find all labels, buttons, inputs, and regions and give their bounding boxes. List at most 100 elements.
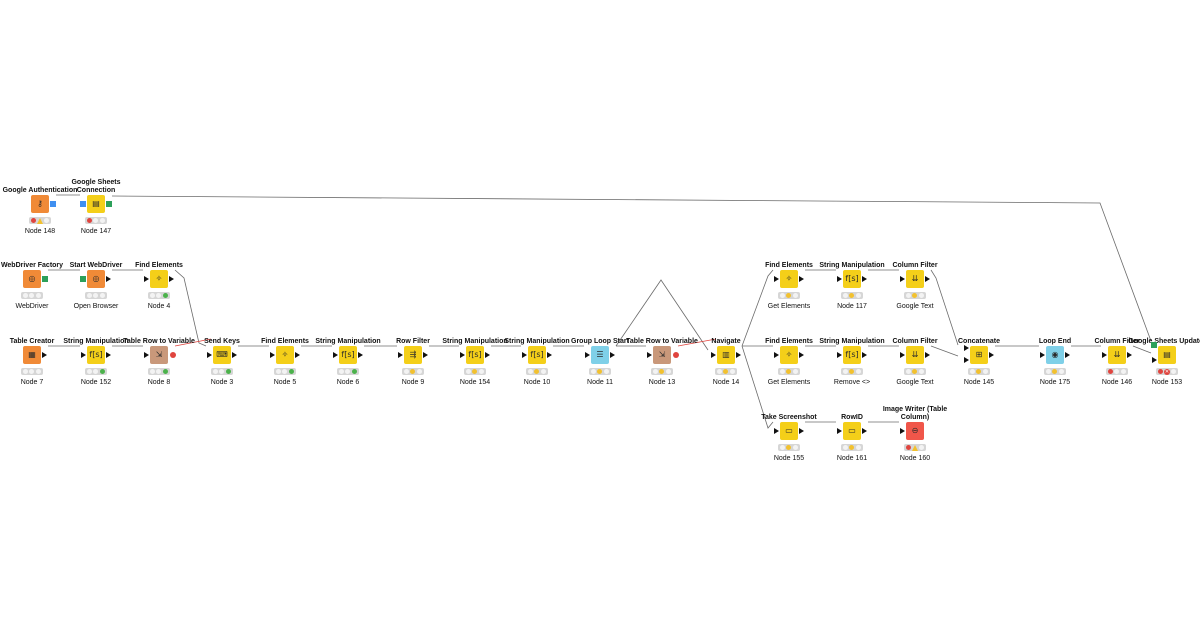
node-icon-box[interactable]: f[s] [843,346,861,364]
node-icon-box[interactable]: ▤ [87,195,105,213]
variable-connection[interactable] [174,338,212,347]
input-port[interactable] [333,352,338,358]
node-n4[interactable]: Find Elements✧Node 4 [119,234,199,324]
input-port[interactable] [460,352,465,358]
node-n5[interactable]: Find Elements✧Node 5 [245,310,325,400]
input-port[interactable] [900,352,905,358]
node-n161[interactable]: RowID▭Node 161 [812,386,892,476]
input-port[interactable] [207,352,212,358]
node-n148[interactable]: Google Authentication⚷Node 148 [0,159,80,249]
output-port[interactable] [925,352,930,358]
node-n7[interactable]: Table Creator▦Node 7 [0,310,72,400]
sheets-connection[interactable] [111,195,1152,342]
input-port[interactable] [398,352,403,358]
input-port[interactable] [964,345,969,351]
node-n175[interactable]: Loop End◉Node 175 [1015,310,1095,400]
node-label[interactable]: Node 4 [147,303,171,310]
input-port[interactable] [585,352,590,358]
input-port[interactable] [270,352,275,358]
output-port[interactable] [485,352,490,358]
node-label[interactable]: Node 153 [1151,379,1183,386]
input-port[interactable] [964,357,969,363]
input-port[interactable] [647,352,652,358]
node-icon-box[interactable]: ☰ [591,346,609,364]
node-label[interactable]: Node 117 [837,303,867,310]
output-port[interactable] [547,352,552,358]
node-icon-box[interactable]: ✧ [780,270,798,288]
node-label[interactable]: Remove <> [833,379,871,386]
output-port[interactable] [106,276,111,282]
node-label[interactable]: Node 9 [401,379,425,386]
node-n147[interactable]: Google Sheets Connection▤Node 147 [56,159,136,249]
node-label[interactable]: Node 155 [773,455,805,462]
input-port[interactable] [837,352,842,358]
node-label[interactable]: Open Browser [73,303,119,310]
node-gt1[interactable]: Column Filter⇊Google Text [875,234,955,324]
node-icon-box[interactable]: ▭ [843,422,861,440]
input-port[interactable] [144,276,149,282]
node-label[interactable]: Node 13 [648,379,676,386]
output-port[interactable] [295,352,300,358]
node-label[interactable]: Node 11 [587,379,613,386]
node-icon-box[interactable]: ⇲ [653,346,671,364]
output-port[interactable] [169,276,174,282]
input-port[interactable] [522,352,527,358]
output-port[interactable] [799,352,804,358]
node-icon-box[interactable]: ⇊ [906,270,924,288]
output-port[interactable] [862,428,867,434]
connection-input-port[interactable] [80,201,86,207]
input-port[interactable] [900,428,905,434]
output-port[interactable] [1127,352,1132,358]
node-icon-box[interactable]: ⇲ [150,346,168,364]
node-icon-box[interactable]: ⇊ [906,346,924,364]
input-port[interactable] [1040,352,1045,358]
node-n9[interactable]: Row Filter⇶Node 9 [373,310,453,400]
node-label[interactable]: Node 154 [459,379,491,386]
connection-line[interactable] [930,269,959,346]
node-icon-box[interactable]: ◎ [23,270,41,288]
node-label[interactable]: Node 3 [210,379,234,386]
node-icon-box[interactable]: ⊞ [970,346,988,364]
node-label[interactable]: Node 146 [1101,379,1133,386]
node-label[interactable]: Node 10 [523,379,551,386]
connection-output-port[interactable] [42,276,48,282]
node-icon-box[interactable]: ▦ [23,346,41,364]
node-n3[interactable]: Send Keys⌨Node 3 [182,310,262,400]
node-icon-box[interactable]: ✧ [780,346,798,364]
node-n11[interactable]: Group Loop Start☰Node 11 [560,310,640,400]
node-icon-box[interactable]: ⌨ [213,346,231,364]
variable-output-port[interactable] [170,352,176,358]
input-port[interactable] [837,276,842,282]
connection-line[interactable] [930,345,959,357]
output-port[interactable] [423,352,428,358]
output-port[interactable] [862,276,867,282]
output-port[interactable] [358,352,363,358]
node-icon-box[interactable]: ✧ [150,270,168,288]
node-n13[interactable]: Table Row to Variable⇲Node 13 [622,310,702,400]
node-n160[interactable]: Image Writer (Table Column)⊖Node 160 [875,386,955,476]
node-label[interactable]: Node 147 [80,228,112,235]
node-icon-box[interactable]: f[s] [843,270,861,288]
connection-input-port[interactable] [1151,342,1157,348]
output-port[interactable] [232,352,237,358]
node-label[interactable]: Node 175 [1039,379,1071,386]
node-icon-box[interactable]: ⇶ [404,346,422,364]
node-label[interactable]: Node 5 [273,379,297,386]
output-port[interactable] [610,352,615,358]
connection-output-port[interactable] [106,201,112,207]
node-icon-box[interactable]: ⊖ [906,422,924,440]
output-port[interactable] [989,352,994,358]
input-port[interactable] [900,276,905,282]
node-icon-box[interactable]: f[s] [466,346,484,364]
connection-input-port[interactable] [80,276,86,282]
node-n8[interactable]: Table Row to Variable⇲Node 8 [119,310,199,400]
input-port[interactable] [81,352,86,358]
node-icon-box[interactable]: f[s] [339,346,357,364]
output-port[interactable] [799,428,804,434]
node-label[interactable]: Node 145 [963,379,995,386]
